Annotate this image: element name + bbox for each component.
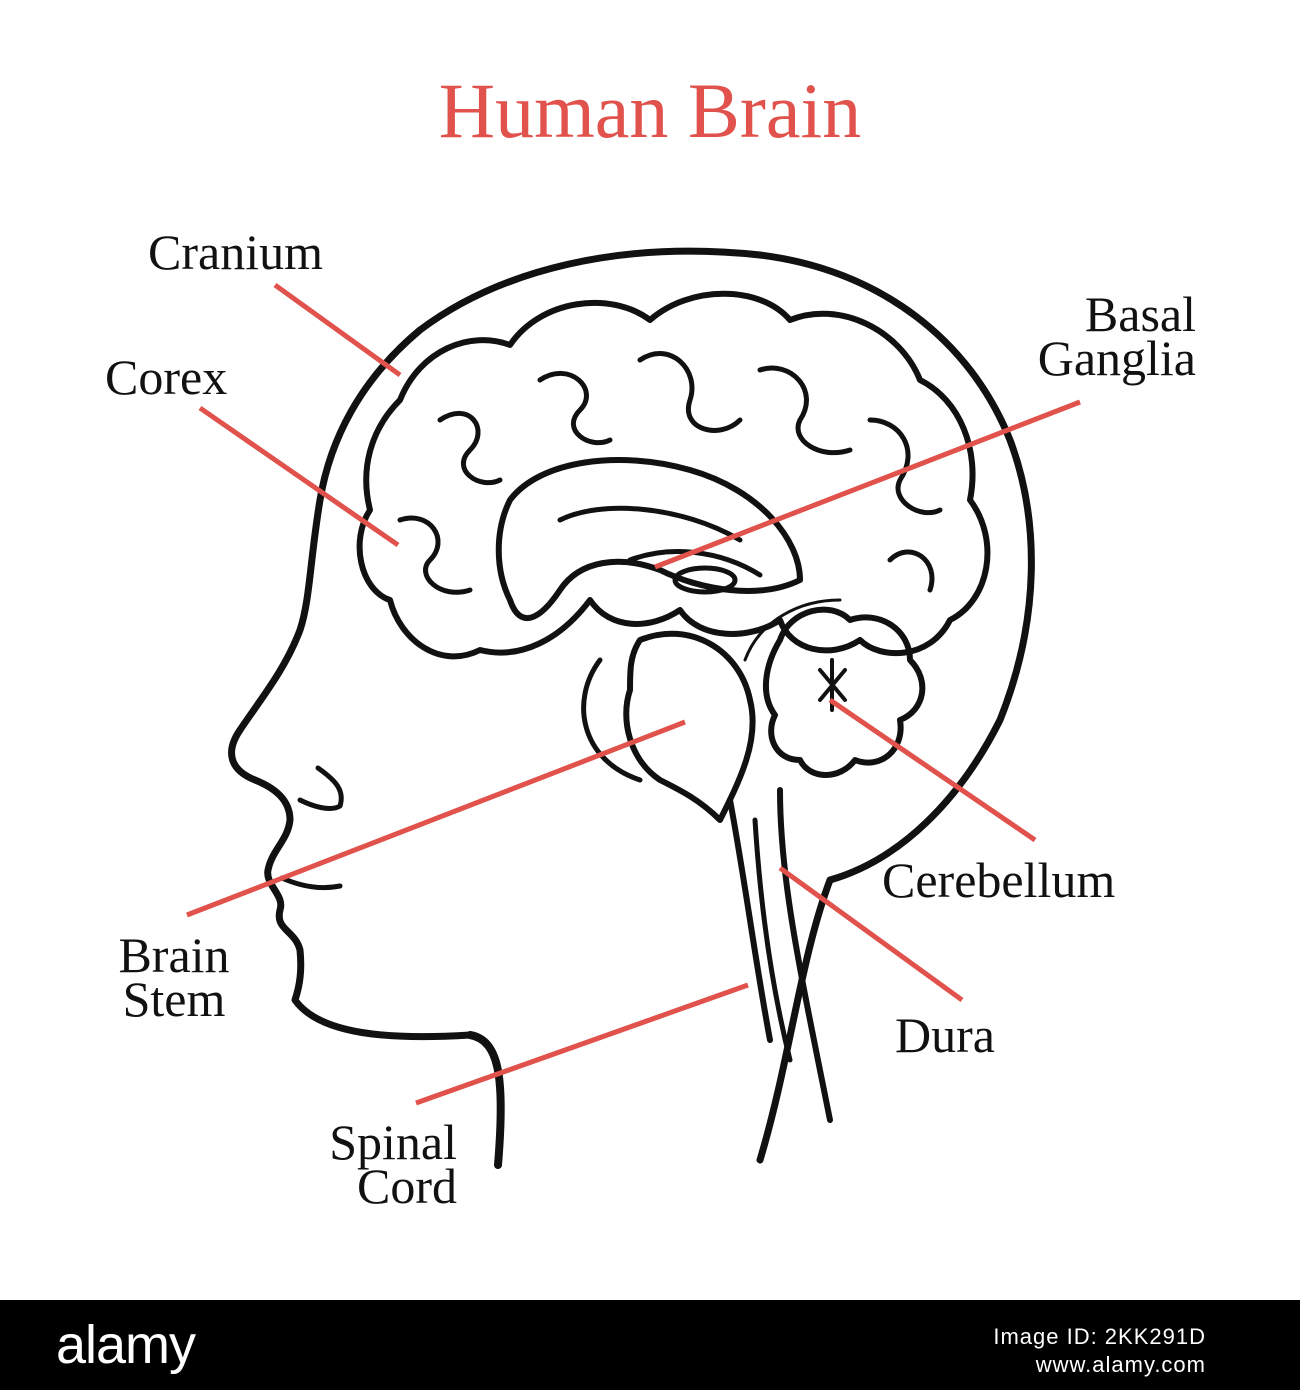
- label-cortex: Corex: [105, 349, 228, 405]
- label-cerebellum: Cerebellum: [882, 852, 1116, 908]
- neck-fold: [466, 1031, 505, 1169]
- spinal-cord: [727, 797, 773, 1043]
- site-url: www.alamy.com: [1035, 1352, 1206, 1377]
- leader-line-cortex: [198, 405, 400, 548]
- lip-contour: [279, 875, 343, 891]
- nose-contour: [297, 765, 344, 811]
- leader-line-dura: [778, 865, 964, 1003]
- diagram-canvas: Human Brain: [105, 67, 1196, 1214]
- brain-stem-outline: [623, 630, 756, 823]
- leader-line-basal-ganglia: [654, 399, 1081, 570]
- diagram-title: Human Brain: [438, 67, 862, 154]
- leader-line-brain-stem: [186, 719, 686, 918]
- image-id: Image ID: 2KK291D: [993, 1324, 1206, 1349]
- basal-ganglia-outline: [495, 457, 803, 622]
- label-cranium: Cranium: [148, 224, 323, 280]
- label-brain-stem: Brain Stem: [118, 927, 230, 1027]
- head-outline: [228, 247, 1035, 1164]
- label-dura: Dura: [895, 1007, 995, 1063]
- leader-line-spinal-cord: [415, 982, 749, 1106]
- leader-line-cerebellum: [828, 697, 1037, 843]
- dura-line: [777, 787, 833, 1123]
- label-basal-ganglia: Basal Ganglia: [1037, 286, 1196, 386]
- watermark-footer: alamy Image ID: 2KK291D www.alamy.com: [0, 1300, 1300, 1390]
- label-spinal-cord: Spinal Cord: [329, 1114, 457, 1214]
- leader-line-cranium: [273, 282, 402, 378]
- brain-illustration: [186, 247, 1081, 1169]
- cortex-outline: [356, 290, 991, 660]
- alamy-logo: alamy: [56, 1315, 196, 1375]
